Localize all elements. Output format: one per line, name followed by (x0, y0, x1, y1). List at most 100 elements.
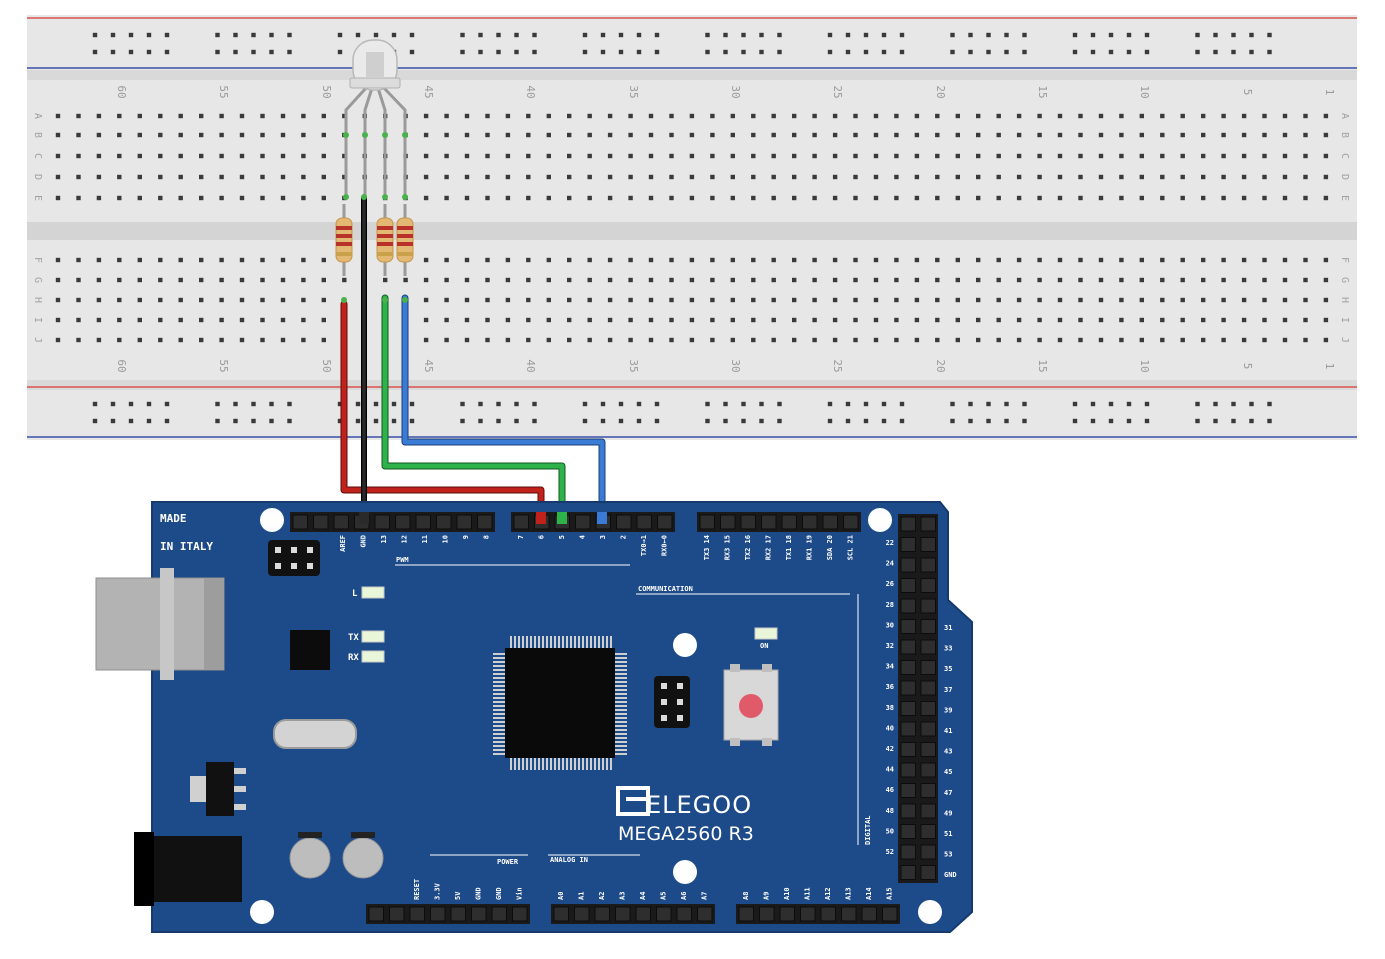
header-pin[interactable] (575, 514, 591, 530)
header-pin[interactable] (900, 598, 916, 614)
header-pin[interactable] (759, 906, 775, 922)
reset-button[interactable] (739, 694, 763, 718)
header-pin[interactable] (699, 514, 715, 530)
header-pin[interactable] (920, 680, 936, 696)
header-pin[interactable] (900, 865, 916, 880)
header-pin[interactable] (553, 906, 569, 922)
header-pin[interactable] (920, 865, 936, 880)
header-pin[interactable] (841, 906, 857, 922)
header-pin[interactable] (920, 578, 936, 593)
breadboard-hole (423, 317, 429, 323)
header-pin[interactable] (720, 514, 736, 530)
header-pin[interactable] (900, 783, 916, 798)
header-pin[interactable] (781, 514, 797, 530)
header-pin[interactable] (491, 906, 507, 922)
header-pin[interactable] (843, 514, 859, 530)
header-pin[interactable] (374, 514, 390, 530)
header-pin[interactable] (920, 660, 936, 675)
header-pin[interactable] (477, 514, 493, 530)
header-pin[interactable] (900, 557, 916, 573)
header-pin[interactable] (738, 906, 754, 922)
header-pin[interactable] (920, 619, 936, 634)
breadboard-hole (1098, 153, 1104, 159)
header-pin[interactable] (900, 680, 916, 696)
breadboard-hole (1098, 277, 1104, 283)
breadboard-hole (771, 297, 776, 303)
header-pin[interactable] (920, 516, 936, 532)
header-pin[interactable] (512, 906, 528, 922)
header-pin[interactable] (900, 516, 916, 532)
header-pin[interactable] (574, 906, 590, 922)
header-pin[interactable] (636, 514, 652, 530)
header-pin[interactable] (450, 906, 466, 922)
header-pin[interactable] (594, 906, 610, 922)
breadboard-hole (342, 277, 347, 283)
header-pin[interactable] (900, 824, 916, 839)
header-pin[interactable] (409, 906, 425, 922)
header-pin[interactable] (616, 514, 632, 530)
header-pin[interactable] (436, 514, 452, 530)
header-pin[interactable] (615, 906, 631, 922)
header-pin[interactable] (697, 906, 713, 922)
breadboard-hole (873, 195, 879, 201)
header-pin[interactable] (800, 906, 816, 922)
header-pin[interactable] (656, 906, 672, 922)
header-pin[interactable] (779, 906, 795, 922)
header-pin[interactable] (920, 721, 936, 737)
header-pin[interactable] (920, 783, 936, 798)
header-pin[interactable] (900, 803, 916, 819)
header-pin[interactable] (920, 639, 936, 655)
header-pin[interactable] (920, 803, 936, 819)
header-pin[interactable] (900, 701, 916, 716)
header-pin[interactable] (395, 514, 411, 530)
breadboard-hole (751, 257, 756, 263)
header-pin[interactable] (822, 514, 838, 530)
header-pin[interactable] (471, 906, 487, 922)
header-pin[interactable] (389, 906, 405, 922)
header-pin[interactable] (900, 742, 916, 757)
header-pin[interactable] (900, 844, 916, 860)
header-pin[interactable] (333, 514, 349, 530)
made-in-label-line1: MADE (160, 512, 187, 525)
header-pin[interactable] (900, 537, 916, 552)
header-pin[interactable] (635, 906, 651, 922)
header-pin[interactable] (920, 557, 936, 573)
header-pin[interactable] (657, 514, 673, 530)
pin-label-top: TX1 18 (785, 535, 793, 560)
header-pin[interactable] (415, 514, 431, 530)
header-pin[interactable] (900, 660, 916, 675)
header-pin[interactable] (920, 701, 936, 716)
breadboard-hole (199, 153, 204, 159)
rail-hole (287, 49, 292, 55)
header-pin[interactable] (676, 906, 692, 922)
header-pin[interactable] (920, 598, 936, 614)
header-pin[interactable] (861, 906, 877, 922)
header-pin[interactable] (920, 824, 936, 839)
header-pin[interactable] (761, 514, 777, 530)
header-pin[interactable] (920, 742, 936, 757)
header-pin[interactable] (430, 906, 446, 922)
breadboard-hole (730, 257, 735, 263)
header-pin[interactable] (456, 514, 472, 530)
header-pin[interactable] (900, 619, 916, 634)
header-pin[interactable] (900, 721, 916, 737)
header-pin[interactable] (740, 514, 756, 530)
header-pin[interactable] (368, 906, 384, 922)
header-pin[interactable] (820, 906, 836, 922)
header-pin[interactable] (920, 537, 936, 552)
header-pin[interactable] (513, 514, 529, 530)
breadboard-hole (1098, 297, 1104, 303)
header-pin[interactable] (292, 514, 308, 530)
breadboard-hole (158, 153, 163, 159)
header-pin[interactable] (920, 844, 936, 860)
header-pin[interactable] (920, 762, 936, 778)
header-pin[interactable] (802, 514, 818, 530)
mcu-pin (586, 636, 588, 648)
header-pin[interactable] (900, 578, 916, 593)
breadboard-hole (607, 195, 613, 201)
header-pin[interactable] (900, 639, 916, 655)
header-pin[interactable] (900, 762, 916, 778)
rail-hole (1231, 418, 1236, 424)
header-pin[interactable] (313, 514, 329, 530)
header-pin[interactable] (882, 906, 898, 922)
